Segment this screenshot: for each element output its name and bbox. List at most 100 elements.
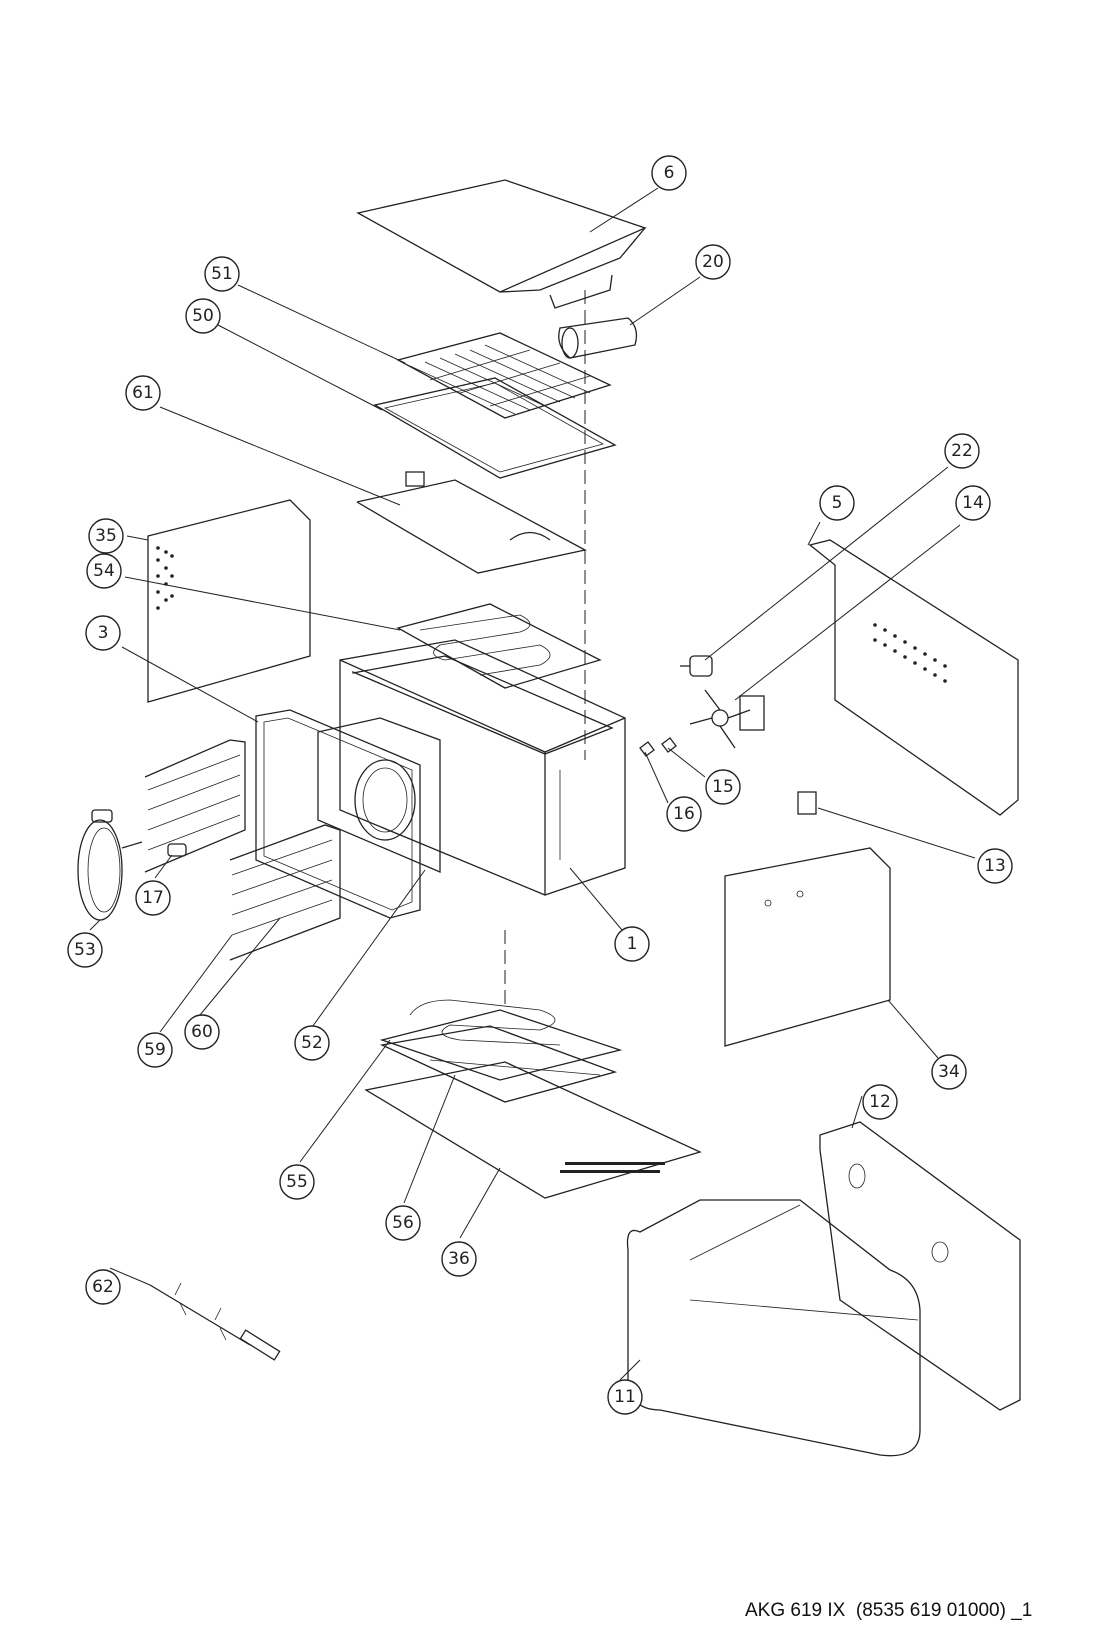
svg-text:15: 15 [712, 777, 734, 797]
svg-text:35: 35 [95, 526, 117, 546]
part-clip-15 [661, 737, 677, 753]
callout-16: 16 [666, 796, 702, 832]
svg-text:51: 51 [211, 264, 233, 284]
part-rotisserie-spit [149, 1282, 281, 1361]
leader-14 [734, 524, 961, 701]
svg-text:13: 13 [984, 856, 1006, 876]
svg-text:62: 62 [92, 1277, 114, 1297]
model-label: AKG 619 IX (8535 619 01000) _1 [745, 1600, 1033, 1621]
callout-17: 17 [135, 880, 171, 916]
leader-20 [629, 276, 701, 326]
callout-62: 62 [85, 1269, 121, 1305]
callout-13: 13 [977, 848, 1013, 884]
part-right-side-panel [808, 539, 1019, 816]
leader-1 [569, 867, 623, 931]
part-convection-fan [689, 689, 765, 749]
part-left-shelf-runner [144, 739, 246, 873]
callout-group: 6 20 51 50 61 22 5 14 35 54 3 15 16 13 1… [67, 155, 1013, 1415]
part-connector-left [91, 809, 113, 823]
part-clip-16 [639, 741, 655, 757]
callout-22: 22 [944, 433, 980, 469]
part-bottom-tray [379, 1025, 618, 1103]
leader-22 [704, 466, 949, 661]
part-fan-cover-panel [317, 717, 441, 873]
callout-14: 14 [955, 485, 991, 521]
leader-61 [159, 406, 401, 506]
callout-50: 50 [185, 298, 221, 334]
part-motor-housing [558, 317, 638, 359]
callout-35: 35 [88, 518, 124, 554]
callout-51: 51 [204, 256, 240, 292]
leader-35 [126, 535, 149, 541]
part-drawings [77, 179, 1021, 1457]
leader-51 [237, 284, 406, 364]
callout-36: 36 [441, 1241, 477, 1277]
callout-60: 60 [184, 1014, 220, 1050]
svg-text:59: 59 [144, 1040, 166, 1060]
callout-34: 34 [931, 1054, 967, 1090]
svg-text:11: 11 [614, 1387, 636, 1407]
callout-3: 3 [85, 615, 121, 651]
part-right-shelf-runner [229, 824, 341, 961]
svg-text:56: 56 [392, 1213, 414, 1233]
leader-11 [619, 1359, 641, 1381]
svg-text:14: 14 [962, 493, 984, 513]
leader-12 [851, 1095, 863, 1129]
part-top-cover [356, 179, 647, 309]
callout-53: 53 [67, 932, 103, 968]
svg-text:53: 53 [74, 940, 96, 960]
part-oven-body [339, 639, 626, 896]
leader-56 [403, 1074, 456, 1204]
svg-text:16: 16 [673, 804, 695, 824]
part-wire-shelf [396, 332, 612, 419]
part-switch-block [797, 791, 817, 815]
callout-11: 11 [607, 1379, 643, 1415]
part-base-plate [364, 1061, 702, 1199]
part-outer-housing [626, 1199, 921, 1457]
leader-62 [109, 1267, 151, 1286]
leader-55 [299, 1039, 391, 1163]
leader-17 [154, 854, 173, 879]
svg-text:61: 61 [132, 383, 154, 403]
callout-59: 59 [137, 1032, 173, 1068]
leader-6 [589, 187, 659, 233]
svg-text:17: 17 [142, 888, 164, 908]
leader-lines [89, 187, 976, 1381]
part-top-heating-element [396, 603, 602, 689]
svg-text:55: 55 [286, 1172, 308, 1192]
part-connector-right [167, 843, 187, 857]
leader-16 [644, 751, 669, 804]
callout-12: 12 [862, 1084, 898, 1120]
part-left-side-panel [147, 499, 311, 703]
svg-text:50: 50 [192, 306, 214, 326]
leader-15 [667, 747, 706, 778]
part-baking-tray [373, 377, 617, 479]
leader-13 [817, 807, 976, 859]
svg-text:20: 20 [702, 252, 724, 272]
part-sensor [680, 655, 713, 677]
leader-50 [217, 324, 383, 411]
part-bottom-heating-element [379, 999, 623, 1081]
part-door-glass-frame [255, 709, 421, 919]
leader-53 [89, 919, 101, 931]
leader-60 [199, 917, 281, 1016]
svg-text:5: 5 [832, 493, 843, 513]
callout-61: 61 [125, 375, 161, 411]
svg-text:54: 54 [93, 561, 115, 581]
svg-text:60: 60 [191, 1022, 213, 1042]
part-front-frame [819, 1121, 1021, 1411]
leader-59 [159, 934, 233, 1033]
part-circular-heating-element [77, 819, 143, 921]
leader-5 [807, 521, 821, 546]
svg-text:3: 3 [98, 623, 109, 643]
svg-text:34: 34 [938, 1062, 960, 1082]
callout-55: 55 [279, 1164, 315, 1200]
callout-54: 54 [86, 553, 122, 589]
leader-36 [459, 1167, 501, 1239]
svg-text:36: 36 [448, 1249, 470, 1269]
svg-text:22: 22 [951, 441, 973, 461]
svg-text:12: 12 [869, 1092, 891, 1112]
svg-text:6: 6 [664, 163, 675, 183]
leader-3 [121, 646, 259, 723]
